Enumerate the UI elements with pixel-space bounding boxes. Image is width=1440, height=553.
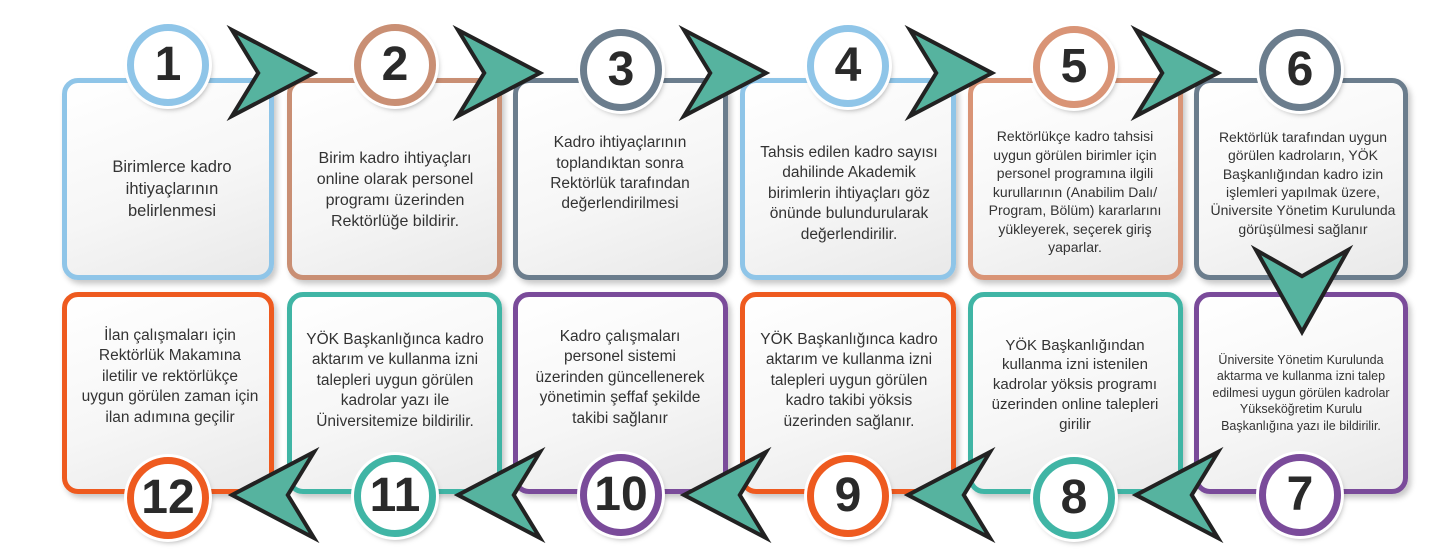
- step-description: Kadro çalışmaları personel sistemi üzeri…: [535, 327, 705, 427]
- step-description: İlan çalışmaları için Rektörlük Makamına…: [81, 326, 259, 426]
- step-text-2: Birim kadro ihtiyaçları online olarak pe…: [310, 114, 480, 266]
- step-number: 9: [834, 469, 862, 522]
- step-description: Tahsis edilen kadro sayısı dahilinde Aka…: [760, 143, 938, 243]
- arrow-right-icon-5: [1130, 24, 1223, 122]
- arrow-left-icon-3: [679, 446, 772, 544]
- step-description: Birim kadro ihtiyaçları online olarak pe…: [316, 149, 474, 231]
- step-number: 10: [594, 468, 648, 521]
- step-number-badge-4: 4: [807, 25, 889, 107]
- step-number: 8: [1060, 471, 1088, 524]
- step-description: Rektörlükçe kadro tahsisi uygun görülen …: [988, 128, 1162, 256]
- arrow-right-icon-2: [452, 24, 545, 122]
- step-text-9: YÖK Başkanlığınca kadro aktarım ve kulla…: [758, 306, 940, 456]
- arrow-left-icon-2: [903, 446, 996, 544]
- step-number-badge-7: 7: [1259, 454, 1341, 536]
- step-description: Birimlerce kadro ihtiyaçlarının belirlen…: [112, 158, 232, 220]
- arrow-right-icon-4: [904, 24, 997, 122]
- step-text-5: Rektörlükçe kadro tahsisi uygun görülen …: [985, 112, 1165, 272]
- step-text-11: YÖK Başkanlığınca kadro aktarım ve kulla…: [305, 306, 485, 456]
- arrow-left-icon-1: [1131, 446, 1224, 544]
- step-description: YÖK Başkanlığınca kadro aktarım ve kulla…: [760, 330, 938, 430]
- step-text-3: Kadro ihtiyaçlarının toplandıktan sonra …: [530, 114, 710, 234]
- arrow-down-icon: [1250, 244, 1354, 337]
- step-number: 4: [834, 39, 862, 92]
- step-number: 7: [1286, 468, 1314, 521]
- step-number-badge-2: 2: [354, 24, 436, 106]
- step-number: 2: [381, 38, 409, 91]
- arrow-right-icon-3: [678, 24, 771, 122]
- step-number-badge-12: 12: [127, 457, 209, 539]
- arrow-left-icon-4: [453, 446, 546, 544]
- step-number-badge-8: 8: [1033, 457, 1115, 539]
- step-description: YÖK Başkanlığınca kadro aktarım ve kulla…: [306, 330, 484, 430]
- arrow-right-icon-1: [226, 24, 319, 122]
- step-number: 1: [154, 38, 182, 91]
- step-box-3: [513, 78, 728, 280]
- step-number-badge-1: 1: [127, 24, 209, 106]
- step-number: 11: [369, 469, 421, 522]
- step-description: Rektörlük tarafından uygun görülen kadro…: [1210, 128, 1396, 237]
- step-number-badge-10: 10: [580, 454, 662, 536]
- step-number-badge-9: 9: [807, 455, 889, 537]
- step-number-badge-6: 6: [1259, 29, 1341, 111]
- step-description: Üniversite Yönetim Kurulunda aktarma ve …: [1212, 352, 1390, 433]
- step-number-badge-11: 11: [354, 455, 436, 537]
- step-number: 3: [607, 43, 635, 96]
- step-text-8: YÖK Başkanlığından kullanma izni istenil…: [985, 320, 1165, 450]
- step-text-6: Rektörlük tarafından uygun görülen kadro…: [1198, 108, 1408, 258]
- step-number: 5: [1060, 40, 1088, 93]
- step-text-12: İlan çalışmaları için Rektörlük Makamına…: [80, 312, 260, 442]
- step-description: Kadro ihtiyaçlarının toplandıktan sonra …: [550, 134, 690, 213]
- step-text-4: Tahsis edilen kadro sayısı dahilinde Aka…: [758, 114, 940, 274]
- step-description: YÖK Başkanlığından kullanma izni istenil…: [991, 336, 1159, 433]
- step-text-10: Kadro çalışmaları personel sistemi üzeri…: [530, 318, 710, 438]
- step-number-badge-5: 5: [1033, 26, 1115, 108]
- arrow-left-icon-5: [227, 446, 320, 544]
- step-text-7: Üniversite Yönetim Kurulunda aktarma ve …: [1212, 318, 1390, 468]
- step-number: 6: [1286, 43, 1314, 96]
- step-number: 12: [141, 471, 195, 524]
- step-text-1: Birimlerce kadro ihtiyaçlarının belirlen…: [92, 120, 252, 260]
- step-number-badge-3: 3: [580, 29, 662, 111]
- step-box-10: [513, 292, 728, 494]
